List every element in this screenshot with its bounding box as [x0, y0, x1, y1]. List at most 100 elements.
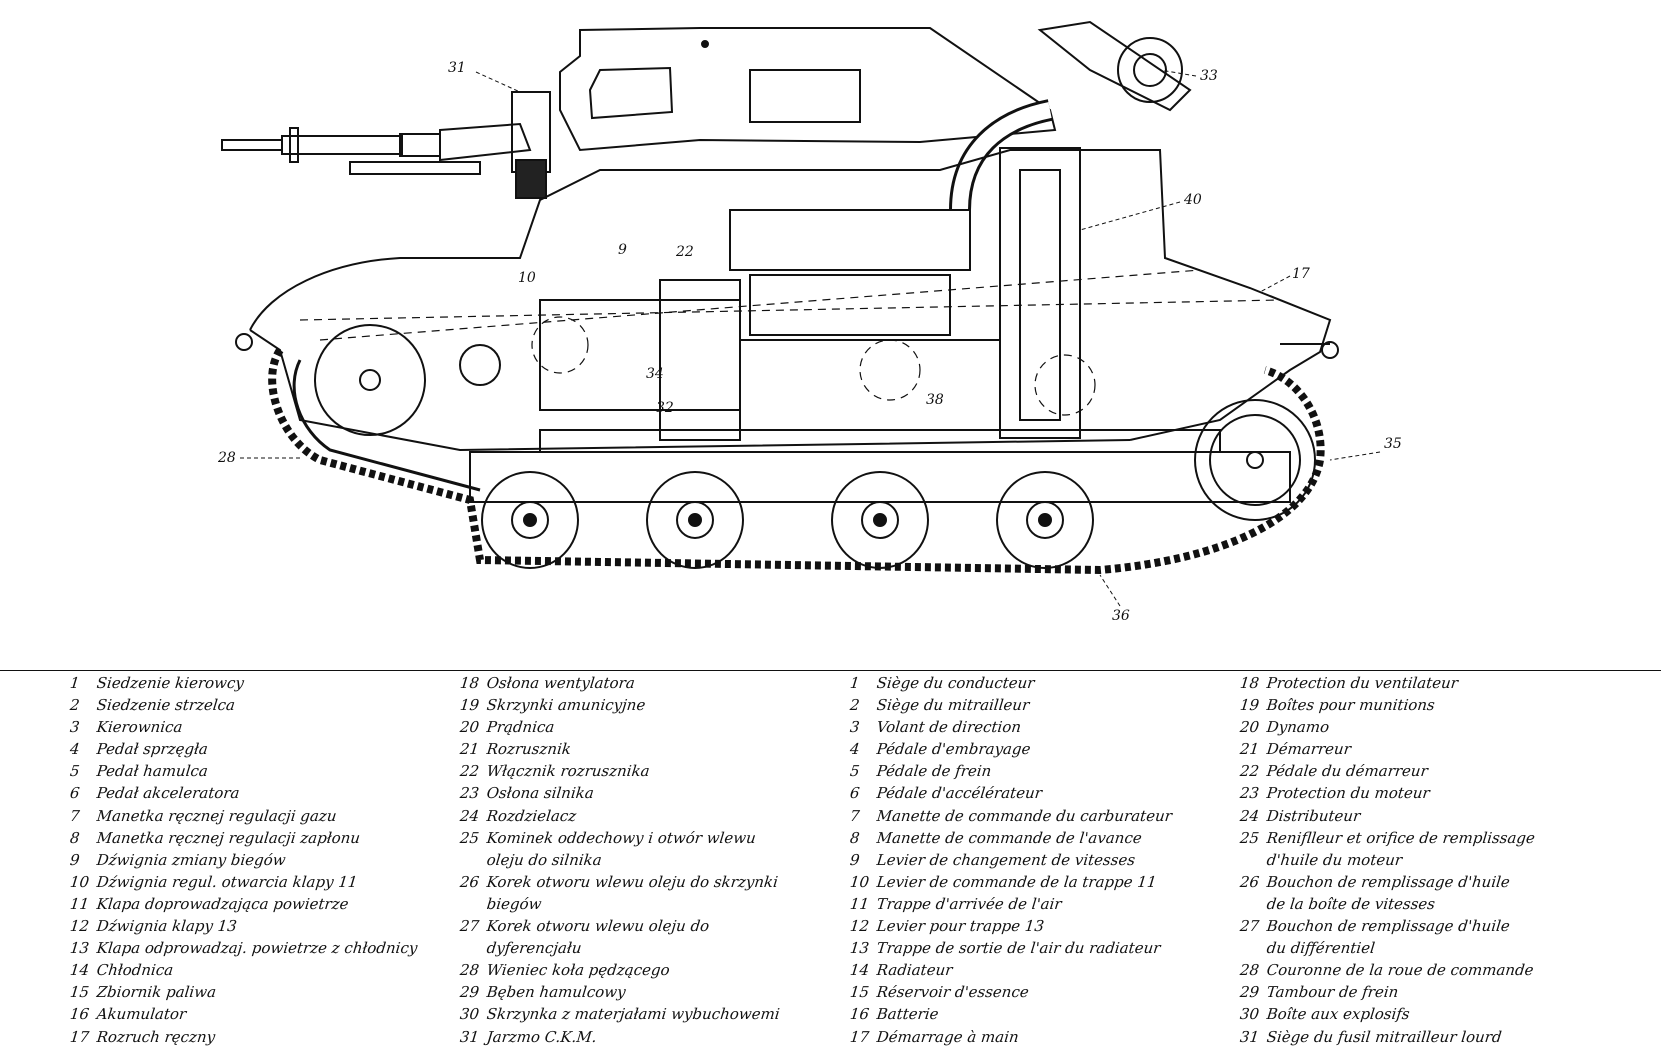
legend-item: 14 Chłodnica [69, 959, 419, 981]
callout-9: 9 [618, 242, 627, 258]
callout-10: 10 [518, 270, 536, 286]
legend-item-text: Distributeur [1261, 806, 1362, 825]
legend-item: 15 Zbiornik paliwa [69, 981, 419, 1003]
legend-item-number: 4 [69, 740, 81, 759]
legend-item-text: Klapa odprowadzaj. powietrze z chłodnicy [91, 939, 419, 958]
legend-item: 22 Włącznik rozrusznika [459, 760, 781, 782]
engine-block [729, 147, 1081, 439]
callout-36: 36 [1112, 608, 1130, 624]
legend-item: 29 Tambour de frein [1239, 981, 1536, 1003]
legend-item: 28 Wieniec koła pędzącego [459, 959, 781, 981]
legend-item-text: Siège du fusil mitrailleur lourd [1261, 1027, 1503, 1046]
legend-item-number: 21 [1239, 740, 1261, 759]
legend-divider [0, 670, 1661, 671]
legend-item-number: 12 [69, 917, 91, 936]
legend-item-text: Rozrusznik [481, 740, 572, 759]
legend-item-text: Trappe de sortie de l'air du radiateur [871, 939, 1162, 958]
callout-17: 17 [1292, 266, 1310, 282]
legend-item-text: Osłona silnika [481, 784, 595, 803]
legend-item: 28 Couronne de la roue de commande [1239, 959, 1536, 981]
legend-item-number: 4 [849, 740, 861, 759]
legend-item-text: Trappe d'arrivée de l'air [871, 894, 1063, 913]
legend-item-number: 20 [1239, 718, 1261, 737]
chassis-beam [469, 451, 1291, 503]
legend-item: 20 Prądnica [459, 716, 781, 738]
legend-item-number: 1 [69, 674, 81, 692]
legend-item-text: Manetka ręcznej regulacji gazu [91, 806, 338, 825]
legend-item-number: 13 [69, 939, 91, 958]
legend-item-text: Protection du ventilateur [1261, 674, 1459, 692]
legend-item: oleju do silnika [459, 849, 781, 871]
legend-item-number: 9 [849, 850, 861, 869]
legend-item-number: 31 [1239, 1027, 1261, 1046]
internal-dashed-lines [299, 269, 1281, 416]
legend-item: 18 Osłona wentylatora [459, 672, 781, 694]
legend-item-text: Démarreur [1261, 740, 1352, 759]
legend-item: 10 Dźwignia regul. otwarcia klapy 11 [69, 871, 419, 893]
legend-item-text: Kierownica [91, 718, 184, 737]
callout-38: 38 [926, 392, 944, 408]
legend-item: dyferencjału [459, 937, 781, 959]
legend-item: 9 Levier de changement de vitesses [849, 849, 1173, 871]
tankette-cutaway-diagram: 31 33 40 17 10 9 22 34 32 38 28 35 36 [217, 20, 1402, 624]
exhaust-pipe [949, 20, 1192, 211]
legend-item-number: 3 [69, 718, 81, 737]
legend-item-number: 22 [459, 762, 481, 781]
legend-item-number: 20 [459, 718, 481, 737]
legend-item-text: Dźwignia regul. otwarcia klapy 11 [91, 872, 359, 891]
legend-item-number: 5 [69, 762, 81, 781]
legend-item-number: 29 [1239, 983, 1261, 1002]
legend-item: 25 Kominek oddechowy i otwór wlewu [459, 827, 781, 849]
legend-item-number: 16 [69, 1005, 91, 1024]
legend-item-number: 10 [849, 872, 871, 891]
road-wheel-4 [996, 471, 1094, 569]
legend-item-number: 28 [1239, 961, 1261, 980]
legend-item: 21 Démarreur [1239, 738, 1536, 760]
legend-item: biegów [459, 893, 781, 915]
legend-item: 6 Pedał akceleratora [69, 782, 419, 804]
road-wheel-1 [481, 471, 579, 569]
legend-item-text: Tambour de frein [1261, 983, 1400, 1002]
legend-item-number: 23 [1239, 784, 1261, 803]
legend-item: 30 Skrzynka z materjałami wybuchowemi [459, 1003, 781, 1025]
legend-item-text: Démarrage à main [871, 1027, 1020, 1046]
legend-item-text: Skrzynka z materjałami wybuchowemi [481, 1005, 781, 1024]
legend-item-text: Siège du mitrailleur [871, 696, 1031, 715]
legend-item-text: Réservoir d'essence [871, 983, 1030, 1002]
legend-item-text: Volant de direction [871, 718, 1023, 737]
callout-22: 22 [675, 244, 694, 260]
legend-item-number: 15 [849, 983, 871, 1002]
legend-item: 29 Bęben hamulcowy [459, 981, 781, 1003]
legend-item: 19 Boîtes pour munitions [1239, 694, 1536, 716]
legend-item-text: Pedał hamulca [91, 762, 209, 781]
callout-28: 28 [217, 450, 236, 466]
legend-item-number: 25 [1239, 828, 1261, 847]
legend-item: 11 Trappe d'arrivée de l'air [849, 893, 1173, 915]
legend-item-text: d'huile du moteur [1261, 850, 1404, 869]
legend-item: du différentiel [1239, 937, 1536, 959]
legend-item-number: 30 [459, 1005, 481, 1024]
legend-item: 5 Pédale de frein [849, 760, 1173, 782]
legend-item: 2 Siedzenie strzelca [69, 694, 419, 716]
legend-item: 6 Pédale d'accélérateur [849, 782, 1173, 804]
legend-item: 1 Siège du conducteur [849, 672, 1173, 694]
callout-34: 34 [646, 366, 664, 382]
legend-item: 26 Korek otworu wlewu oleju do skrzynki [459, 871, 781, 893]
legend-item: 11 Klapa doprowadzająca powietrze [69, 893, 419, 915]
drive-sprocket [1194, 399, 1316, 521]
legend-item-text: du différentiel [1261, 939, 1376, 958]
legend-item-number: 31 [459, 1027, 481, 1046]
legend-item-number: 2 [69, 696, 81, 715]
legend-item-text: Siedzenie kierowcy [91, 674, 245, 692]
legend-item-number: 15 [69, 983, 91, 1002]
legend-item-number: 14 [69, 961, 91, 980]
legend-item: 23 Protection du moteur [1239, 782, 1536, 804]
legend-item-text: Skrzynki amunicyjne [481, 696, 647, 715]
legend-item-text: Pédale de frein [871, 762, 993, 781]
legend-item: 24 Rozdzielacz [459, 805, 781, 827]
legend-item-number: 6 [69, 784, 81, 803]
legend-item-number: 5 [849, 762, 861, 781]
legend-item-number: 6 [849, 784, 861, 803]
legend-item: 17 Démarrage à main [849, 1026, 1173, 1048]
legend-item: 2 Siège du mitrailleur [849, 694, 1173, 716]
